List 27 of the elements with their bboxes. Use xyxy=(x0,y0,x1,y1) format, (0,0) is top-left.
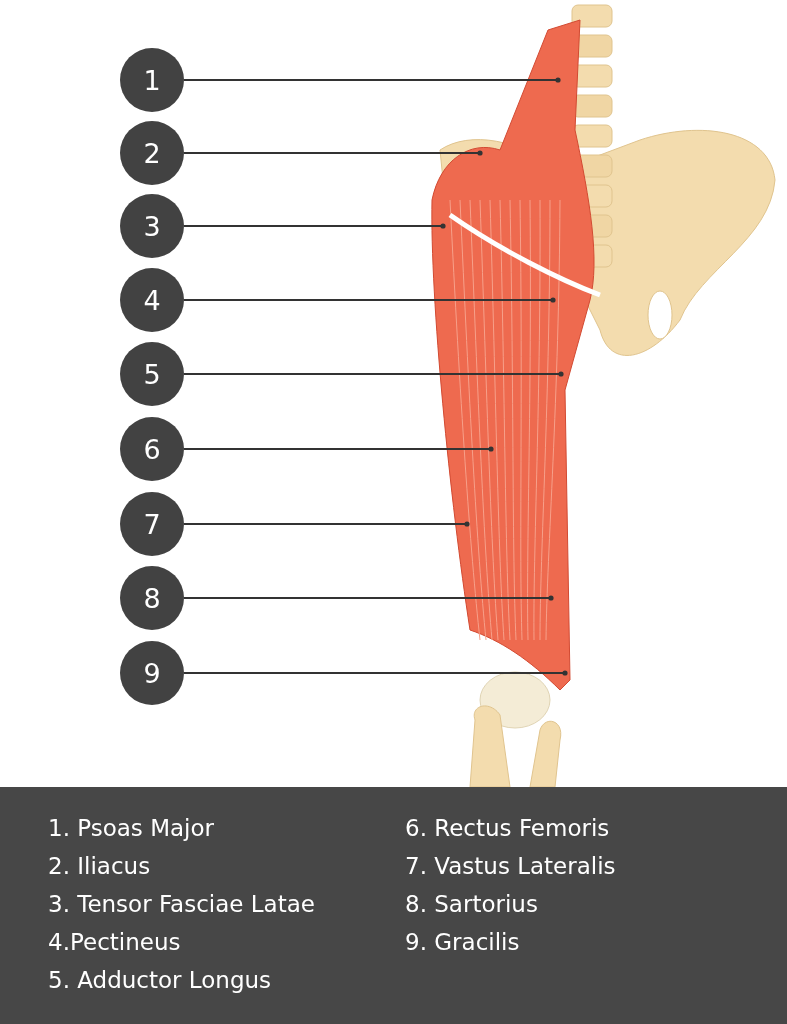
muscle-name: 2. Iliacus xyxy=(48,852,151,881)
leader-line xyxy=(183,521,470,527)
muscle-name: 5. Adductor Longus xyxy=(48,966,272,995)
leader-line xyxy=(183,77,561,83)
callout-number: 9 xyxy=(120,641,184,705)
callout-number: 3 xyxy=(120,194,184,258)
leader-line xyxy=(183,150,483,156)
callout-number: 2 xyxy=(120,121,184,185)
muscle-name: 8. Sartorius xyxy=(405,890,538,919)
leader-line xyxy=(183,371,564,377)
leader-line xyxy=(183,595,554,601)
callout-number: 1 xyxy=(120,48,184,112)
callout-number: 5 xyxy=(120,342,184,406)
leader-line xyxy=(183,297,556,303)
callout-number: 8 xyxy=(120,566,184,630)
muscle-name: 3. Tensor Fasciae Latae xyxy=(48,890,315,919)
leader-line xyxy=(183,446,494,452)
muscle-name: 7. Vastus Lateralis xyxy=(405,852,616,881)
muscle-name: 9. Gracilis xyxy=(405,928,520,957)
callout-number: 4 xyxy=(120,268,184,332)
muscle-name: 6. Rectus Femoris xyxy=(405,814,610,843)
leader-line xyxy=(183,223,446,229)
muscle-name: 1. Psoas Major xyxy=(48,814,215,843)
leader-line xyxy=(183,670,568,676)
muscle-name: 4.Pectineus xyxy=(48,928,181,957)
callout-number: 6 xyxy=(120,417,184,481)
callout-number: 7 xyxy=(120,492,184,556)
